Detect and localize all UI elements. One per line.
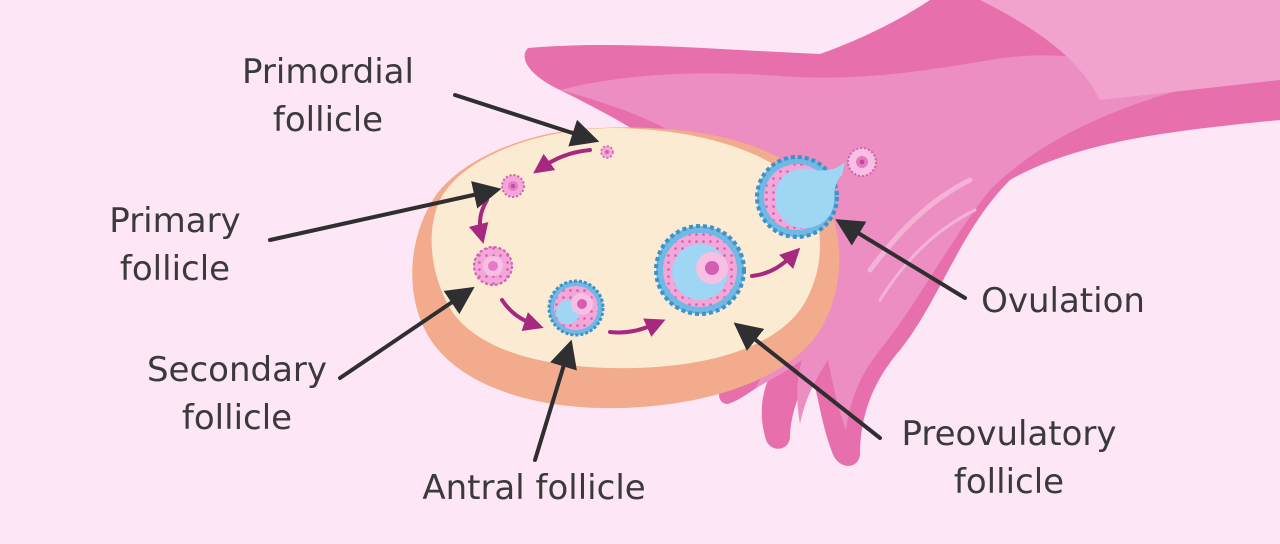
cycle-arrow-4 [608, 318, 666, 337]
primordial-follicle-shape [600, 145, 614, 159]
label-ovulation-line-1: Ovulation [981, 281, 1145, 321]
label-ovulation: Ovulation [968, 277, 1158, 325]
label-primary-line-1: Primary [109, 201, 241, 241]
label-preovulatory-line-1: Preovulatory [901, 414, 1117, 454]
preovulatory-follicle-shape [654, 224, 746, 316]
tube-highlight [980, 0, 1280, 100]
pointer-secondary [338, 286, 475, 380]
follicles [473, 145, 877, 337]
secondary-follicle-shape [473, 246, 513, 286]
label-primordial-line-1: Primordial [242, 52, 414, 92]
label-secondary-line-2: follicle [181, 398, 293, 438]
antral-follicle-shape [547, 279, 605, 337]
label-primordial-line-2: follicle [272, 100, 384, 140]
pointer-primary [268, 181, 502, 242]
label-primordial-follicle: Primordial follicle [228, 48, 428, 144]
pointer-antral [533, 339, 577, 462]
pointer-preovulatory [733, 322, 882, 440]
pointer-primordial [453, 93, 600, 147]
released-oocyte [847, 147, 877, 177]
primary-follicle-shape [501, 174, 525, 198]
cycle-arrow-5 [750, 247, 801, 278]
label-primary-line-2: follicle [119, 249, 231, 289]
cycle-arrow-3 [500, 298, 544, 332]
ovulating-follicle-shape [755, 155, 845, 239]
label-secondary-follicle: Secondary follicle [138, 346, 336, 442]
label-antral-follicle: Antral follicle [408, 464, 660, 512]
pointer-ovulation [835, 219, 967, 300]
label-preovulatory-line-2: follicle [953, 462, 1065, 502]
cycle-arrow-1 [533, 148, 592, 174]
label-primary-follicle: Primary follicle [92, 197, 258, 293]
label-pointers [268, 93, 967, 462]
label-secondary-line-1: Secondary [146, 350, 328, 390]
label-antral-line-1: Antral follicle [422, 468, 646, 508]
label-preovulatory-follicle: Preovulatory follicle [892, 410, 1126, 506]
